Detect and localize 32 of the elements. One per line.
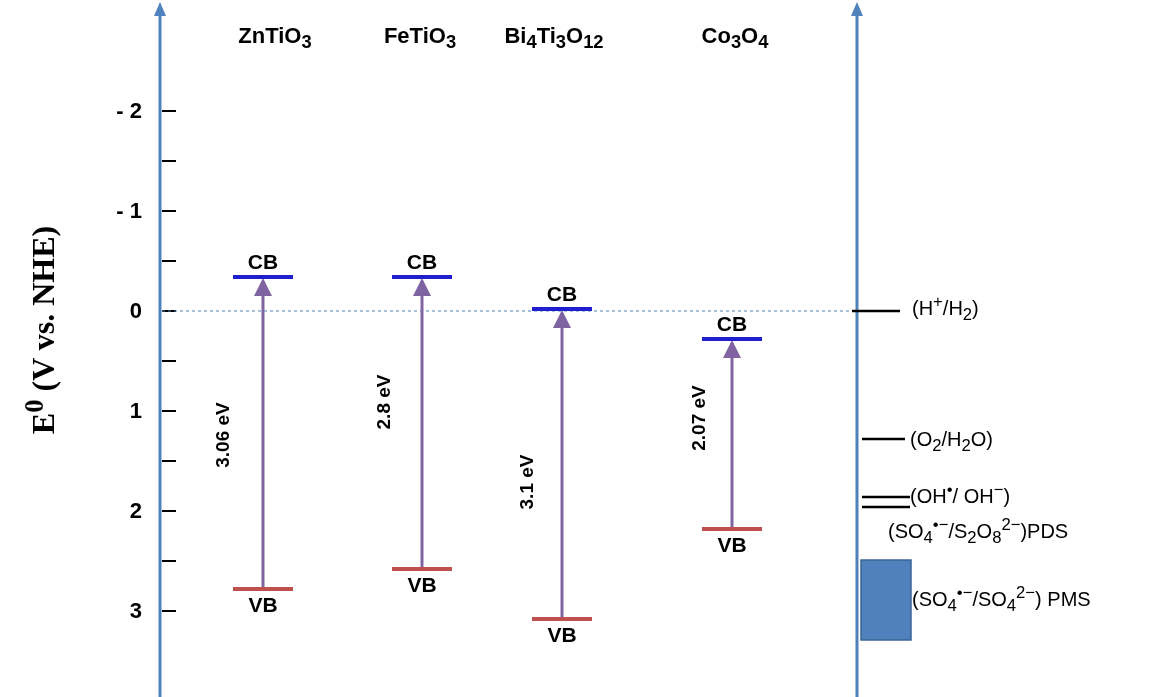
tick-label: - 1: [116, 200, 142, 222]
tick-label: 1: [129, 400, 142, 422]
redox-label: (O$_{2}$/H$_{2}$O): [910, 429, 993, 455]
conduction-band-level: CB: [392, 251, 452, 279]
valence-band-level: VB: [532, 617, 592, 645]
edge-label: 3.1 eV: [516, 454, 536, 510]
tick-label: 0: [129, 300, 142, 322]
valence-band-level: VB: [702, 527, 762, 555]
material-name: Co$_{3}$O$_{4}$: [701, 24, 769, 52]
edge-label: 2.8 eV: [373, 374, 393, 430]
arrow: [254, 278, 272, 587]
conduction-band-level: CB: [702, 313, 762, 341]
conduction-band-level: CB: [233, 251, 293, 279]
shaded-region: [860, 559, 912, 641]
tick-label: 2: [129, 500, 142, 522]
tick-label: 3: [129, 600, 142, 622]
valence-band-level: VB: [233, 587, 293, 615]
arrow: [723, 340, 741, 527]
tick-label: - 2: [116, 100, 142, 122]
edge-label: 3.06 eV: [212, 402, 232, 468]
material-name: FeTiO$_{3}$: [383, 24, 457, 52]
redox-label: (H$^{+}$/H$_{2}$): [912, 294, 979, 324]
edge-label: 2.07 eV: [688, 385, 708, 451]
material-name: Bi$_{4}$Ti$_{3}$O$_{12}$: [504, 24, 604, 52]
material-name: ZnTiO$_{3}$: [238, 24, 312, 52]
valence-band-level: VB: [392, 567, 452, 595]
redox-label: (SO$_{4}$$^{•−}$/S$_{2}$O$_{8}$$^{2−}$)PDS: [888, 517, 1069, 547]
conduction-band-level: CB: [532, 283, 592, 311]
redox-label: (SO$_{4}$$^{•−}$/SO$_{4}$$^{2−}$) PMS: [912, 585, 1091, 615]
arrow: [553, 310, 571, 617]
redox-label: (OH$^{•}$/ OH$^{−}$): [910, 482, 1011, 506]
arrow: [413, 278, 431, 567]
